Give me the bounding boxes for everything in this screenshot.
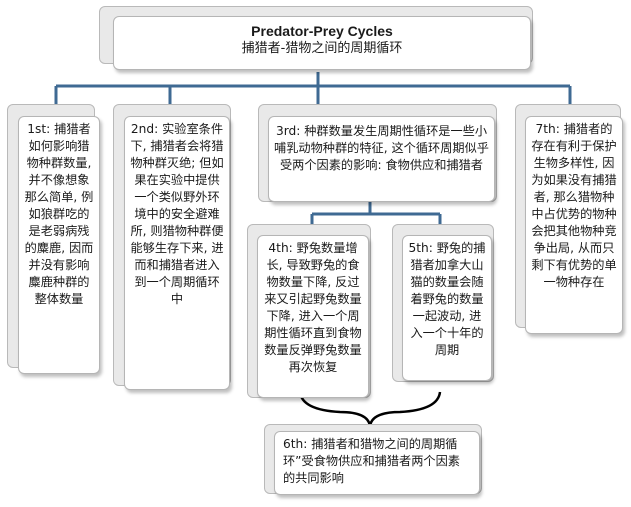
node-third: 3rd: 种群数量发生周期性循环是一些小哺乳动物种群的特征, 这个循环周期似乎受… [268,116,495,202]
node-first: 1st: 捕猎者如何影响猎物种群数量, 并不像想象那么简单, 例如狼群吃的是老弱… [18,116,100,374]
node-fifth-text: 5th: 野兔的捕猎者加拿大山猫的数量会随着野兔的数量一起波动, 进入一个十年的… [408,241,486,357]
page-subtitle: 捕猎者-猎物之间的周期循环 [241,41,403,56]
node-fifth: 5th: 野兔的捕猎者加拿大山猫的数量会随着野兔的数量一起波动, 进入一个十年的… [402,235,492,381]
node-fourth: 4th: 野兔数量增长, 导致野兔的食物数量下降, 反过来又引起野兔数量下降, … [257,235,369,398]
page-title: Predator-Prey Cycles [251,23,393,39]
node-sixth-text: 6th: 捕猎者和猎物之间的周期循环”受食物供应和捕猎者两个因素的共同影响 [283,437,460,485]
node-fourth-text: 4th: 野兔数量增长, 导致野兔的食物数量下降, 反过来又引起野兔数量下降, … [264,241,362,374]
node-second-text: 2nd: 实验室条件下, 捕猎者会将猎物种群灭绝; 但如果在实验中提供一个类似野… [130,122,224,306]
node-seventh-text: 7th: 捕猎者的存在有利于保护生物多样性, 因为如果没有捕猎者, 那么猎物种中… [531,122,617,289]
node-second: 2nd: 实验室条件下, 捕猎者会将猎物种群灭绝; 但如果在实验中提供一个类似野… [124,116,230,390]
node-seventh: 7th: 捕猎者的存在有利于保护生物多样性, 因为如果没有捕猎者, 那么猎物种中… [525,116,623,334]
node-sixth: 6th: 捕猎者和猎物之间的周期循环”受食物供应和捕猎者两个因素的共同影响 [274,431,480,495]
node-third-text: 3rd: 种群数量发生周期性循环是一些小哺乳动物种群的特征, 这个循环周期似乎受… [274,124,489,172]
node-first-text: 1st: 捕猎者如何影响猎物种群数量, 并不像想象那么简单, 例如狼群吃的是老弱… [24,122,94,306]
root-node: Predator-Prey Cycles 捕猎者-猎物之间的周期循环 [113,16,531,70]
